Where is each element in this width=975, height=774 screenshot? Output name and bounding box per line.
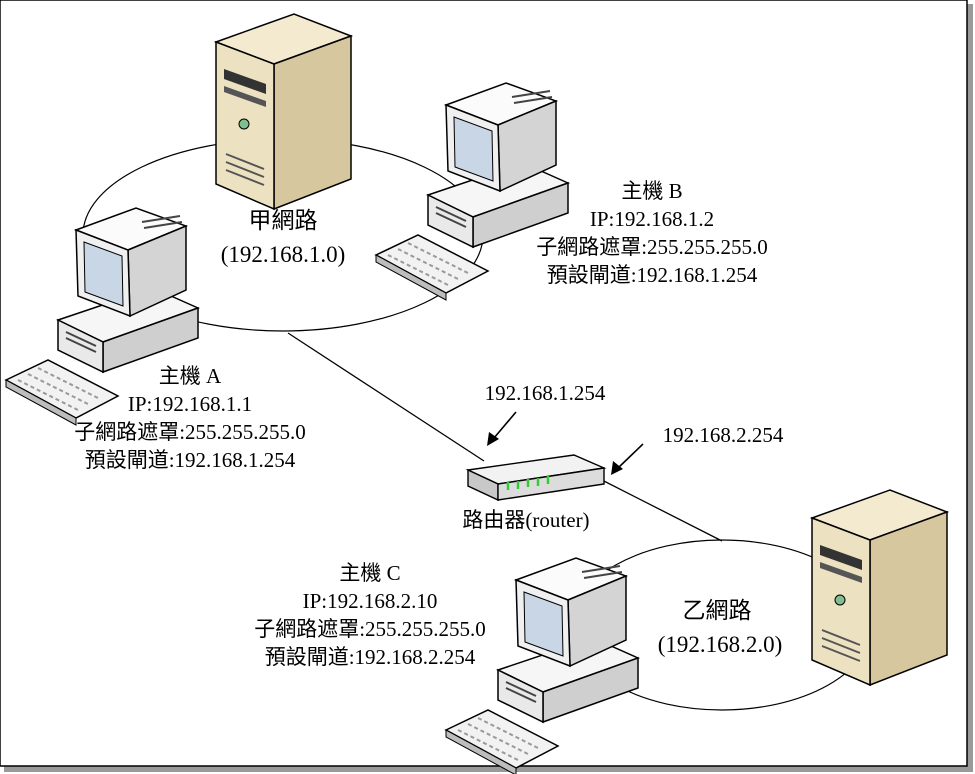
host-c-gateway: 預設閘道:192.168.2.254 [265,645,476,669]
network-a-address: (192.168.1.0) [221,242,346,267]
host-a-mask: 子網路遮罩:255.255.255.0 [74,420,306,444]
link-router-network-b [597,477,723,542]
host-b-title: 主機 B [621,179,682,203]
host-c-mask: 子網路遮罩:255.255.255.0 [254,617,486,641]
network-a-name: 甲網路 [249,208,318,233]
router-icon [465,454,607,502]
server-a-icon [215,13,352,210]
host-a-ip: IP:192.168.1.1 [128,392,252,416]
host-a-title: 主機 A [159,364,222,388]
router-iface-1-ip: 192.168.1.254 [485,381,606,405]
link-network-a-router [287,332,485,462]
host-c-title: 主機 C [339,561,400,585]
router-iface-2-ip: 192.168.2.254 [663,423,784,447]
host-b-mask: 子網路遮罩:255.255.255.0 [536,235,768,259]
network-b-address: (192.168.2.0) [658,632,783,657]
host-b-ip: IP:192.168.1.2 [590,207,714,231]
arrow-iface-1-icon [487,411,517,446]
host-b-gateway: 預設閘道:192.168.1.254 [547,263,758,287]
host-c-ip: IP:192.168.2.10 [303,589,438,613]
arrow-iface-2-icon [611,443,644,475]
router-label: 路由器(router) [462,508,589,532]
network-b-name: 乙網路 [683,598,752,623]
host-a-gateway: 預設閘道:192.168.1.254 [85,448,296,472]
server-b-icon [811,489,948,686]
